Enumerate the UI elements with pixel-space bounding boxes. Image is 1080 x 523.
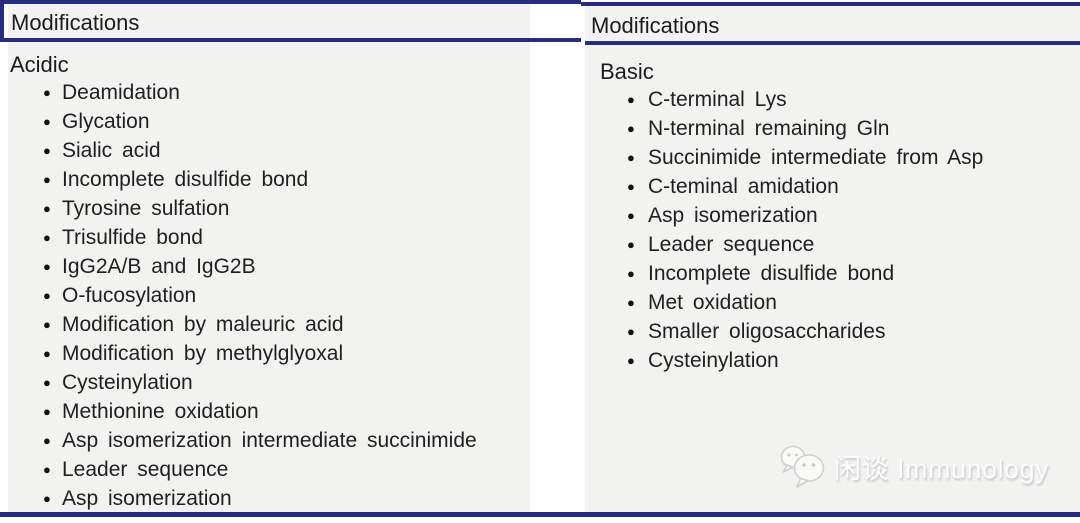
- list-item: Tyrosine sulfation: [10, 194, 530, 223]
- list-item: Sialic acid: [10, 136, 530, 165]
- list-item: Asp isomerization: [10, 484, 530, 513]
- list-item: Leader sequence: [10, 455, 530, 484]
- list-item: C-terminal Lys: [600, 85, 1075, 114]
- top-rule-right: [581, 2, 1080, 6]
- acidic-list: Deamidation Glycation Sialic acid Incomp…: [10, 78, 530, 513]
- list-item: Cysteinylation: [600, 346, 1075, 375]
- acidic-column: Acidic Deamidation Glycation Sialic acid…: [10, 52, 530, 513]
- list-item: IgG2A/B and IgG2B: [10, 252, 530, 281]
- list-item: Methionine oxidation: [10, 397, 530, 426]
- wechat-chat-bubbles-icon: [780, 445, 825, 488]
- left-edge-rule: [0, 0, 4, 42]
- top-rule-left: [0, 0, 581, 4]
- group-label-basic: Basic: [600, 59, 654, 84]
- list-item: Succinimide intermediate from Asp: [600, 143, 1075, 172]
- list-item: O-fucosylation: [10, 281, 530, 310]
- list-item: Modification by methylglyoxal: [10, 339, 530, 368]
- header-rule-right: [585, 41, 1080, 45]
- list-item: Asp isomerization intermediate succinimi…: [10, 426, 530, 455]
- list-item: Met oxidation: [600, 288, 1075, 317]
- list-item: Trisulfide bond: [10, 223, 530, 252]
- column-header-left: Modifications: [11, 10, 140, 35]
- list-item: Smaller oligosaccharides: [600, 317, 1075, 346]
- watermark-text: 闲谈 Immunology: [834, 453, 1050, 484]
- list-item: Glycation: [10, 107, 530, 136]
- watermark: 闲谈 Immunology: [779, 443, 1049, 489]
- list-item: C-teminal amidation: [600, 172, 1075, 201]
- list-item: Leader sequence: [600, 230, 1075, 259]
- list-item: Cysteinylation: [10, 368, 530, 397]
- basic-list: C-terminal Lys N-terminal remaining Gln …: [600, 85, 1075, 375]
- column-header-right: Modifications: [591, 13, 720, 38]
- list-item: Modification by maleuric acid: [10, 310, 530, 339]
- group-label-acidic: Acidic: [10, 52, 69, 77]
- list-item: Incomplete disulfide bond: [10, 165, 530, 194]
- list-item: Asp isomerization: [600, 201, 1075, 230]
- bottom-rule: [0, 512, 1080, 517]
- basic-column: Basic C-terminal Lys N-terminal remainin…: [600, 59, 1075, 375]
- header-rule-left: [0, 38, 581, 42]
- list-item: N-terminal remaining Gln: [600, 114, 1075, 143]
- list-item: Deamidation: [10, 78, 530, 107]
- list-item: Incomplete disulfide bond: [600, 259, 1075, 288]
